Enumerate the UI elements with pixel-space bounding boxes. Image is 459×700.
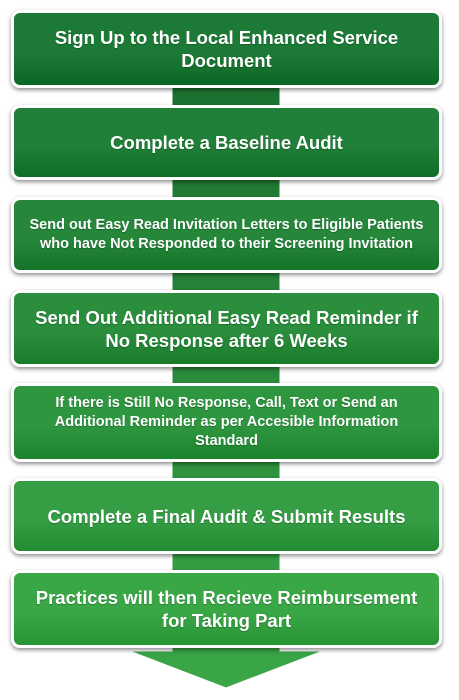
step-send-invitation-letters: Send out Easy Read Invitation Letters to… <box>11 197 442 273</box>
step-7-label: Practices will then Recieve Reimbursemen… <box>35 587 418 631</box>
step-sign-up: Sign Up to the Local Enhanced Service Do… <box>11 10 442 88</box>
step-5-label: If there is Still No Response, Call, Tex… <box>54 395 399 449</box>
step-1-label: Sign Up to the Local Enhanced Service Do… <box>54 27 399 71</box>
step-6-label: Complete a Final Audit & Submit Results <box>47 505 406 527</box>
step-4-label: Send Out Additional Easy Read Reminder i… <box>35 306 418 351</box>
step-additional-reminder: Send Out Additional Easy Read Reminder i… <box>11 290 442 367</box>
step-2-label: Complete a Baseline Audit <box>110 132 343 153</box>
step-baseline-audit: Complete a Baseline Audit <box>11 105 442 180</box>
step-final-audit: Complete a Final Audit & Submit Results <box>11 478 442 554</box>
step-reimbursement: Practices will then Recieve Reimbursemen… <box>11 570 442 648</box>
step-3-label: Send out Easy Read Invitation Letters to… <box>29 217 424 252</box>
step-call-text-send: If there is Still No Response, Call, Tex… <box>11 383 442 462</box>
